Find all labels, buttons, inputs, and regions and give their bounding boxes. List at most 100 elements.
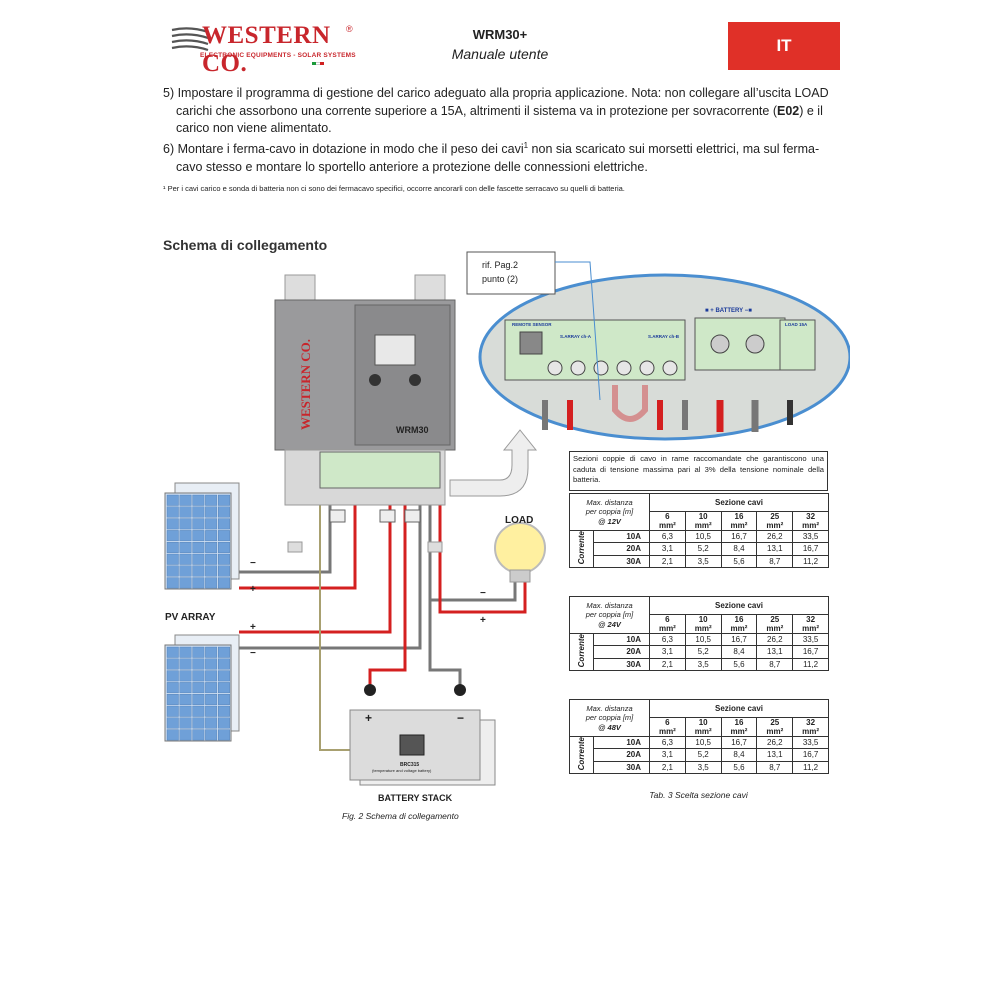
distance-cell: 5,2: [684, 748, 722, 762]
device-display: [374, 334, 416, 366]
callout-line1: rif. Pag.2: [482, 260, 518, 270]
solar-cell: [192, 553, 205, 565]
item5-line2: carichi che assorbono una corrente super…: [176, 103, 823, 118]
solar-cell: [166, 494, 179, 506]
zoom-arrow-icon: [449, 429, 538, 497]
terminal-block: [319, 451, 441, 489]
solar-cell: [166, 565, 179, 577]
current-value: 20A: [593, 645, 650, 659]
item5-line3: carico non viene alimentato.: [176, 121, 332, 135]
distance-cell: 13,1: [756, 542, 794, 556]
solar-cell: [218, 553, 230, 565]
logo-wings-icon: [171, 27, 209, 52]
solar-cell: [179, 530, 192, 542]
distance-cell: 16,7: [720, 632, 758, 647]
logo-registered: ®: [346, 24, 353, 34]
section-header: Sezione cavi: [648, 596, 830, 615]
sensor-sublabel: (temperature and voltage battery): [372, 768, 432, 773]
footnote: ¹ Per i cavi carico e sonda di batteria …: [163, 184, 625, 193]
distance-cell: 8,4: [720, 542, 758, 556]
distance-cell: 6,3: [649, 735, 686, 750]
solar-cell: [205, 565, 218, 577]
terminal-screw-icon: [593, 360, 609, 376]
solar-cell: [205, 717, 218, 729]
solar-cell: [179, 542, 192, 553]
distance-cell: 3,5: [684, 760, 722, 775]
solar-cell: [192, 705, 205, 717]
distance-cell: 8,4: [720, 748, 758, 762]
terminal-screw-icon: [616, 360, 632, 376]
solar-cell: [218, 682, 230, 694]
current-header: Corrente: [569, 735, 594, 775]
distance-cell: 11,2: [792, 554, 830, 569]
solar-cell: [179, 506, 192, 518]
solar-cell: [166, 553, 179, 565]
battery-plus: +: [365, 711, 372, 725]
zoom-remote-label: REMOTE SENSOR: [512, 322, 552, 327]
figure-caption: Fig. 2 Schema di collegamento: [342, 811, 459, 821]
solar-cell: [192, 565, 205, 577]
solar-cell: [192, 729, 205, 741]
distance-cell: 2,1: [649, 760, 686, 775]
distance-cell: 5,6: [720, 657, 758, 672]
solar-cell: [179, 682, 192, 694]
distance-cell: 8,7: [756, 554, 794, 569]
solar-cell: [166, 705, 179, 717]
solar-cell: [218, 694, 230, 705]
solar-cell: [192, 577, 205, 589]
cable-table-intro: Sezioni coppie di cavo in rame raccomand…: [569, 451, 828, 491]
solar-cell: [205, 646, 218, 658]
solar-cell: [166, 670, 179, 682]
solar-cell: [218, 542, 230, 553]
item5-line1: 5) Impostare il programma di gestione de…: [163, 86, 829, 100]
solar-cell: [192, 518, 205, 530]
distance-cell: 5,6: [720, 554, 758, 569]
solar-cell: [192, 530, 205, 542]
solar-cell: [166, 506, 179, 518]
solar-cell: [179, 518, 192, 530]
callout-box: [466, 251, 556, 295]
section-title: Schema di collegamento: [163, 237, 328, 253]
solar-cell: [166, 530, 179, 542]
distance-cell: 2,1: [649, 657, 686, 672]
distance-cell: 3,1: [649, 748, 686, 762]
item6-line1: 6) Montare i ferma-cavo in dotazione in …: [163, 141, 820, 157]
solar-cell: [166, 577, 179, 589]
solar-cell: [205, 658, 218, 670]
zoom-array-a-label: S.ARRAY ch-A: [560, 334, 592, 339]
current-value: 20A: [593, 542, 650, 556]
logo-brand: WESTERN CO.: [202, 22, 331, 77]
solar-cell: [192, 506, 205, 518]
current-value: 30A: [593, 657, 650, 672]
distance-cell: 5,2: [684, 645, 722, 659]
distance-cell: 10,5: [684, 632, 722, 647]
distance-cell: 33,5: [792, 529, 830, 544]
battery-sensor: [399, 734, 425, 756]
terminal-zoom-view: [478, 273, 850, 441]
pv-lower-minus: −: [250, 648, 256, 659]
doc-subtitle: Manuale utente: [451, 46, 549, 62]
solar-cell: [166, 518, 179, 530]
solar-cell: [192, 694, 205, 705]
load-bulb-icon: [494, 522, 546, 583]
current-value: 10A: [593, 735, 650, 750]
current-value: 30A: [593, 760, 650, 775]
solar-cell: [166, 682, 179, 694]
distance-cell: 8,4: [720, 645, 758, 659]
pv-array-label: PV ARRAY: [165, 612, 216, 623]
distance-cell: 16,7: [720, 529, 758, 544]
solar-cell: [205, 682, 218, 694]
section-header: Sezione cavi: [648, 699, 830, 718]
solar-cell: [179, 658, 192, 670]
distance-cell: 16,7: [792, 542, 830, 556]
